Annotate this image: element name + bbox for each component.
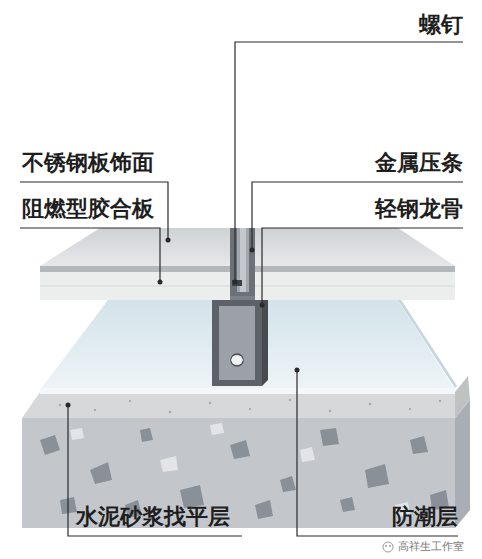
watermark-icon [385, 545, 387, 547]
screed-grain [329, 410, 331, 412]
screed-grain [289, 399, 291, 401]
screed-grain [94, 409, 96, 411]
leader-line [20, 182, 168, 240]
metal-batten [232, 280, 242, 286]
leader-dot [295, 368, 300, 373]
part-label: 螺钉 [419, 12, 463, 38]
right-panel [255, 272, 455, 300]
leader-line [68, 405, 242, 536]
part-label: 水泥砂浆找平层 [76, 504, 230, 530]
right-panel [255, 266, 455, 272]
moisture-barrier [398, 298, 457, 388]
leader-line [252, 182, 463, 250]
metal-batten [230, 228, 255, 296]
concrete-light-aggregate [160, 456, 178, 472]
concrete-aggregate [255, 500, 273, 519]
leader-dot [260, 303, 265, 308]
watermark-icon [383, 542, 393, 552]
light-steel-keel [262, 294, 268, 386]
leader-line [297, 370, 458, 536]
watermark: 高祥生工作室 [398, 540, 464, 554]
left-panel [40, 266, 230, 272]
leader-dot [66, 403, 71, 408]
left-panel [40, 272, 230, 300]
moisture-barrier [40, 300, 455, 390]
concrete-aggregate [40, 435, 60, 455]
concrete-aggregate [280, 476, 296, 492]
watermark-icon [389, 545, 391, 547]
light-steel-keel [231, 356, 243, 364]
leader-dot [250, 248, 255, 253]
screed-grain [369, 403, 371, 405]
left-panel [40, 228, 230, 300]
leader-line [262, 228, 463, 305]
leader-line [20, 42, 463, 536]
light-steel-keel [219, 306, 255, 380]
part-label: 金属压条 [375, 150, 463, 176]
screed-grain [439, 400, 441, 402]
light-steel-keel [212, 300, 262, 386]
leader-dot [158, 280, 163, 285]
concrete-aggregate [90, 462, 112, 484]
concrete-aggregate [365, 464, 389, 488]
screed-grain [129, 400, 131, 402]
concrete-aggregate [230, 440, 250, 459]
part-label: 阻燃型胶合板 [22, 196, 154, 222]
left-panel [40, 286, 230, 287]
mortar-screed [22, 392, 455, 418]
mortar-screed [455, 376, 470, 418]
leader-line [235, 42, 463, 282]
part-label: 不锈钢板饰面 [22, 150, 154, 176]
concrete-light-aggregate [210, 423, 224, 435]
leader-line [20, 228, 160, 282]
screed-grain [59, 399, 441, 413]
metal-batten [230, 228, 255, 296]
concrete-aggregate [140, 428, 153, 442]
concrete-light-aggregate [70, 423, 410, 517]
leader-dot [166, 238, 171, 243]
screed-grain [409, 408, 411, 410]
left-panel [40, 228, 230, 266]
concrete-light-aggregate [70, 428, 84, 440]
concrete-aggregate [320, 428, 339, 446]
light-steel-keel [212, 294, 268, 386]
concrete-light-aggregate [300, 447, 315, 462]
leader-dot [233, 280, 238, 285]
screed-grain [209, 402, 211, 404]
moisture-barrier [40, 298, 457, 394]
screed-grain [59, 404, 61, 406]
moisture-barrier [40, 388, 455, 394]
right-panel [255, 228, 455, 266]
right-panel [255, 228, 455, 300]
watermark-icon [383, 542, 393, 552]
light-steel-keel [231, 354, 243, 366]
concrete-aggregate [410, 436, 428, 454]
leader-dot [66, 238, 300, 408]
part-label: 防潮层 [392, 504, 458, 530]
screed-grain [169, 411, 171, 413]
screed-grain [249, 408, 251, 410]
right-panel [255, 286, 455, 287]
part-label: 轻钢龙骨 [375, 196, 463, 222]
concrete-aggregate [340, 497, 355, 512]
